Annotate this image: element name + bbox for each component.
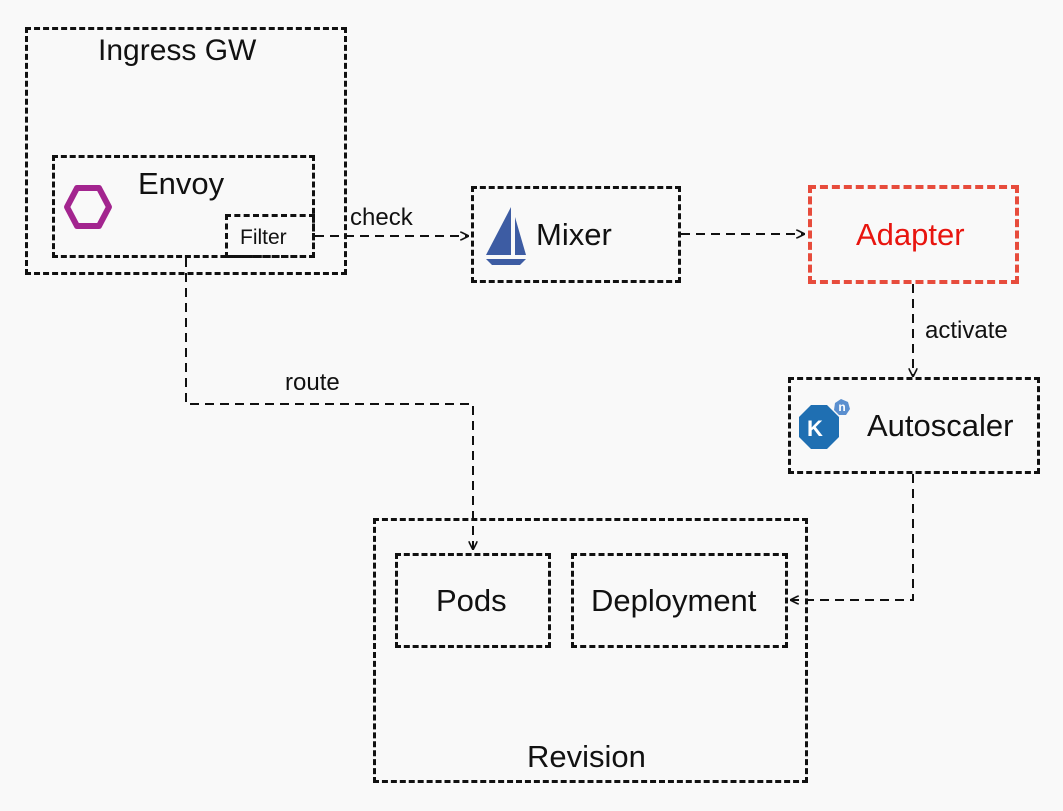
knative-icon: K n (799, 399, 850, 449)
adapter-box: Adapter (808, 185, 1019, 284)
knative-icon-letter: K (807, 416, 823, 441)
edge-route-line (185, 258, 473, 549)
envoy-box: Envoy (52, 155, 315, 258)
edge-autoscaler-deployment-line (791, 474, 914, 600)
pods-box: Pods (395, 553, 551, 648)
ingress-gateway-box: Ingress GW (25, 27, 347, 275)
pods-label: Pods (436, 583, 507, 618)
sailboat-icon (486, 207, 526, 265)
hexagon-icon (64, 185, 112, 229)
autoscaler-label: Autoscaler (867, 408, 1014, 443)
filter-box: Filter (225, 214, 315, 258)
ingress-gateway-label: Ingress GW (98, 34, 257, 67)
adapter-label: Adapter (856, 217, 965, 252)
autoscaler-box: K n Autoscaler (788, 377, 1040, 474)
deployment-label: Deployment (591, 583, 757, 618)
edge-activate-label: activate (925, 317, 1008, 344)
deployment-box: Deployment (571, 553, 788, 648)
edge-route-label: route (285, 369, 340, 396)
knative-icon-badge: n (838, 400, 845, 414)
mixer-box: Mixer (471, 186, 681, 283)
mixer-label: Mixer (536, 217, 612, 252)
filter-label: Filter (240, 226, 287, 249)
revision-label: Revision (527, 739, 646, 774)
edge-check-label: check (350, 204, 413, 231)
envoy-label: Envoy (138, 166, 225, 201)
revision-box: Revision (373, 518, 808, 783)
